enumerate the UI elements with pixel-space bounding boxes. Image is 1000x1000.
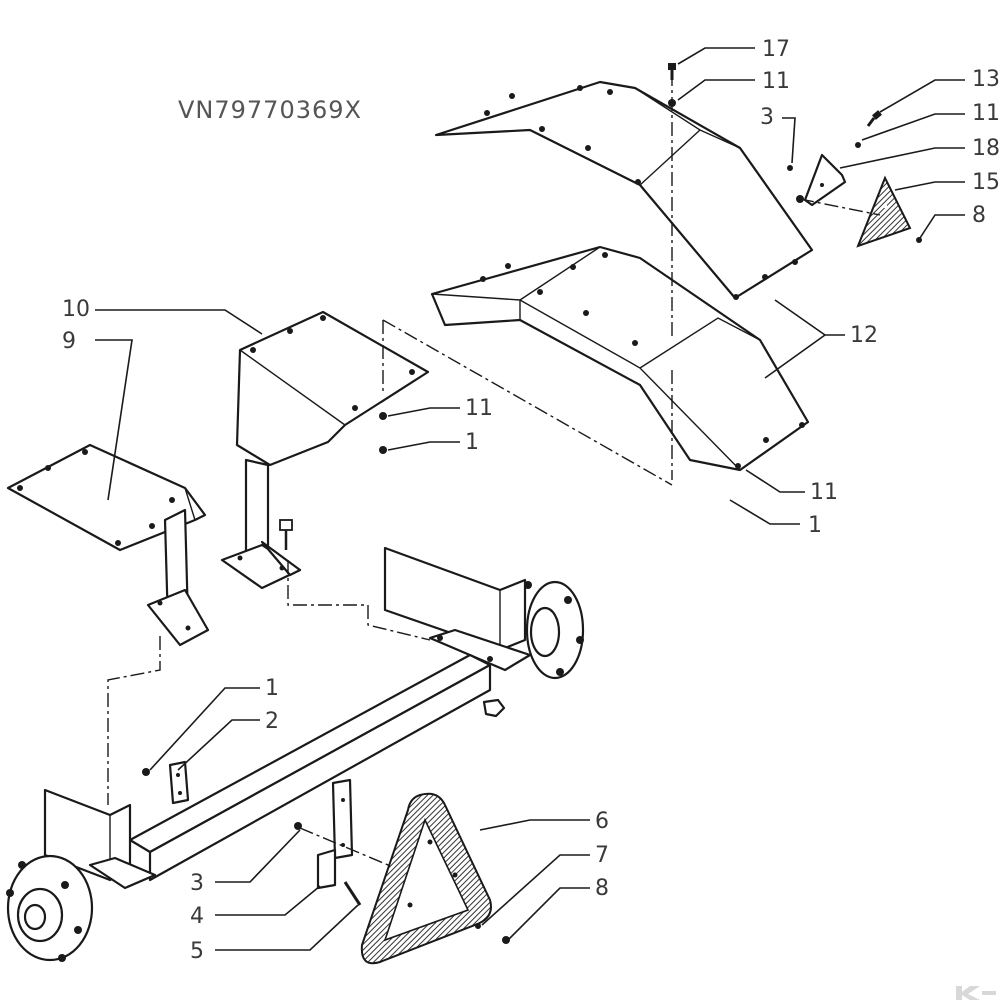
bolt-17 <box>668 63 676 80</box>
callout-11: 11 <box>810 480 838 505</box>
triangle-reflector-6 <box>360 792 492 965</box>
callout-7: 7 <box>595 843 609 868</box>
bolt-13 <box>866 110 882 127</box>
callout-17: 17 <box>762 37 790 62</box>
axle-assembly <box>6 546 585 962</box>
callout-4: 4 <box>190 904 204 929</box>
callout-1: 1 <box>465 430 479 455</box>
callout-2: 2 <box>265 709 279 734</box>
callout-6: 6 <box>595 809 609 834</box>
callout-18: 18 <box>972 136 1000 161</box>
callout-11: 11 <box>762 69 790 94</box>
callout-5: 5 <box>190 939 204 964</box>
callout-11: 11 <box>972 101 1000 126</box>
callout-12: 12 <box>850 323 878 348</box>
callout-9: 9 <box>62 329 76 354</box>
callout-3: 3 <box>190 871 204 896</box>
bolt <box>279 519 293 550</box>
reflector-15 <box>856 175 912 248</box>
mudguard-upper <box>434 80 814 300</box>
mudguard-lower <box>430 245 810 472</box>
bracket-2 <box>168 760 190 805</box>
support-plate-10 <box>220 310 430 590</box>
kramp-logo <box>948 982 998 1000</box>
callout-1: 1 <box>808 513 822 538</box>
bracket-18 <box>796 153 847 207</box>
callout-10: 10 <box>62 297 90 322</box>
callout-3: 3 <box>760 105 774 130</box>
support-plate-9 <box>6 443 210 647</box>
callout-8: 8 <box>972 203 986 228</box>
callout-11: 11 <box>465 396 493 421</box>
callout-8: 8 <box>595 876 609 901</box>
bracket-4 <box>316 778 354 890</box>
callout-13: 13 <box>972 67 1000 92</box>
callout-1: 1 <box>265 676 279 701</box>
callout-15: 15 <box>972 170 1000 195</box>
drawing-code: VN79770369X <box>178 96 362 124</box>
